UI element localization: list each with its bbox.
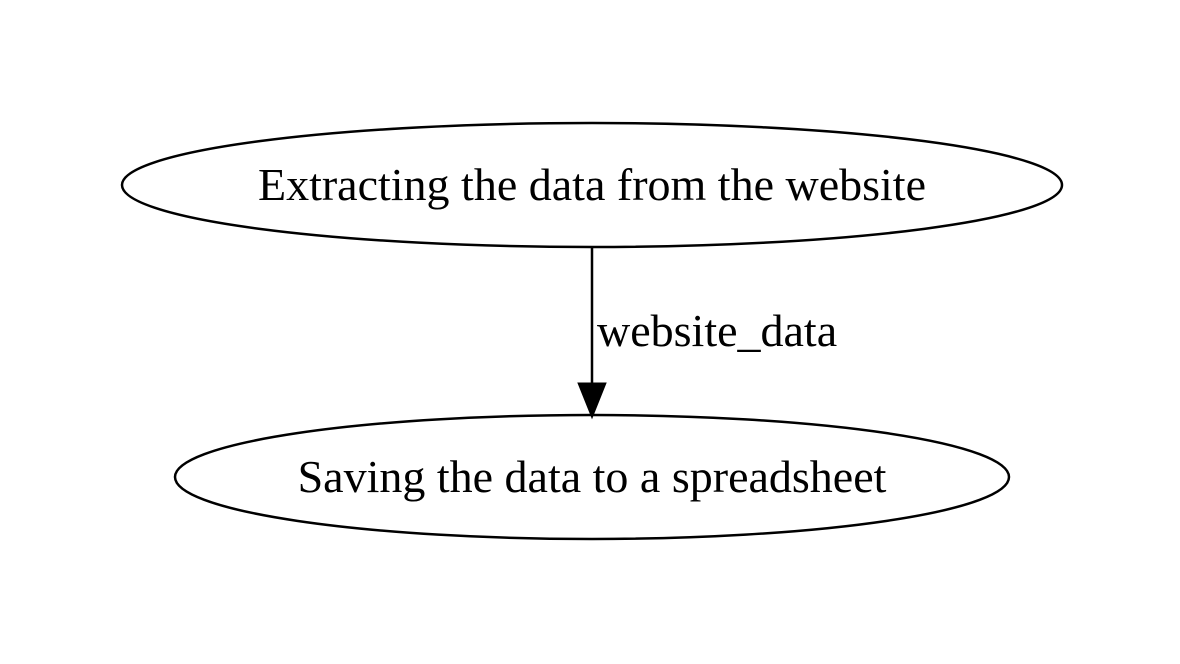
node-saving: Saving the data to a spreadsheet	[173, 413, 1011, 541]
edge-arrowhead-icon	[577, 382, 607, 420]
node-extracting: Extracting the data from the website	[120, 121, 1064, 249]
node-extracting-label: Extracting the data from the website	[258, 159, 926, 210]
edge-label: website_data	[597, 305, 837, 356]
node-saving-label: Saving the data to a spreadsheet	[298, 451, 887, 502]
edge-extract-to-save: website_data	[577, 247, 837, 420]
node-saving-ellipse	[173, 413, 1011, 541]
